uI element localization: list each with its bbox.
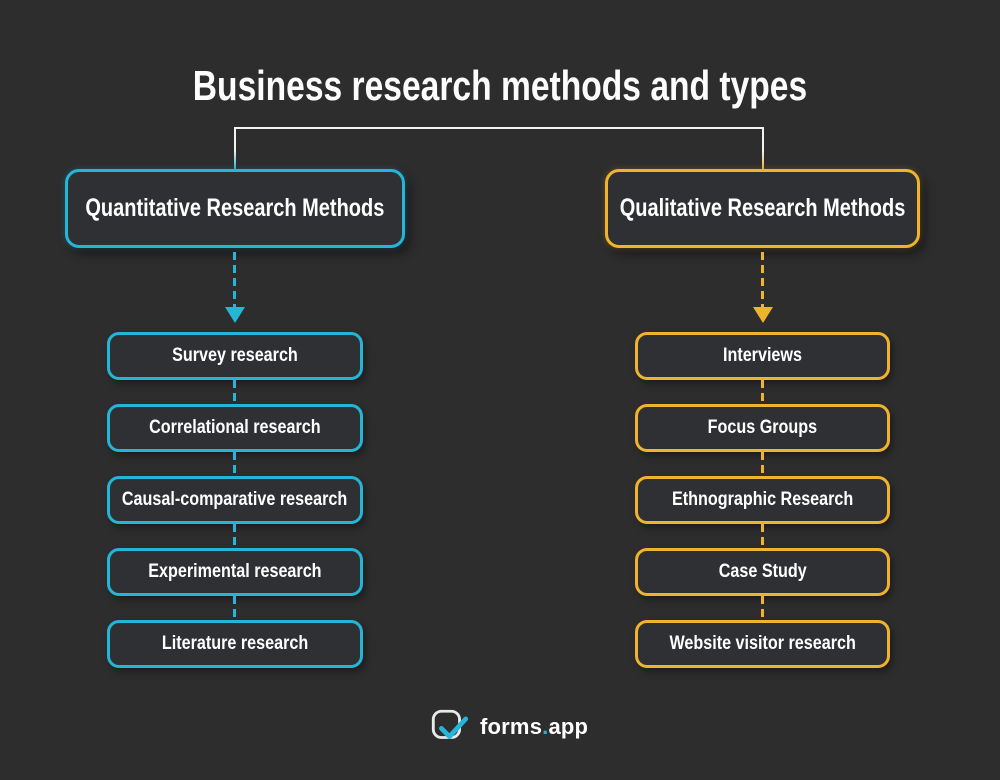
method-label: Focus Groups	[707, 417, 818, 438]
method-box-causal-comparative-research: Causal-comparative research	[107, 476, 363, 524]
arrow-down-icon	[225, 307, 245, 323]
inter-box-connector	[761, 452, 764, 476]
method-box-literature-research: Literature research	[107, 620, 363, 668]
method-box-experimental-research: Experimental research	[107, 548, 363, 596]
method-box-website-visitor-research: Website visitor research	[635, 620, 890, 668]
method-label: Interviews	[723, 345, 802, 366]
connector-left-drop-line	[234, 127, 236, 169]
branch-label-quantitative: Quantitative Research Methods	[85, 194, 385, 222]
branch-box-qualitative: Qualitative Research Methods	[605, 169, 920, 248]
method-label: Case Study	[718, 561, 807, 582]
logo-dot: .	[542, 714, 549, 739]
page-title: Business research methods and types	[0, 62, 1000, 109]
arrow-down-icon	[753, 307, 773, 323]
method-box-survey-research: Survey research	[107, 332, 363, 380]
checkmark-square-icon	[431, 709, 469, 739]
forms-app-logo: forms.app	[429, 706, 588, 748]
method-label: Correlational research	[149, 417, 321, 438]
branch-label-qualitative: Qualitative Research Methods	[619, 194, 906, 222]
method-label: Experimental research	[148, 561, 322, 582]
method-box-focus-groups: Focus Groups	[635, 404, 890, 452]
method-box-interviews: Interviews	[635, 332, 890, 380]
method-label: Ethnographic Research	[671, 489, 854, 510]
dashed-line	[761, 252, 764, 307]
inter-box-connector	[761, 380, 764, 404]
logo-tld: app	[548, 714, 589, 739]
inter-box-connector	[233, 596, 236, 620]
inter-box-connector	[761, 596, 764, 620]
inter-box-connector	[233, 380, 236, 404]
method-box-correlational-research: Correlational research	[107, 404, 363, 452]
inter-box-connector	[233, 452, 236, 476]
inter-box-connector	[233, 524, 236, 548]
method-label: Survey research	[172, 345, 298, 366]
connector-top-line	[234, 127, 764, 129]
page-title-text: Business research methods and types	[192, 62, 808, 109]
branch-box-quantitative: Quantitative Research Methods	[65, 169, 405, 248]
inter-box-connector	[761, 524, 764, 548]
dashed-line	[233, 252, 236, 307]
logo-wordmark: forms.app	[480, 714, 588, 740]
method-label: Website visitor research	[669, 633, 856, 654]
method-label: Literature research	[161, 633, 309, 654]
method-box-ethnographic-research: Ethnographic Research	[635, 476, 890, 524]
connector-right-drop-line	[762, 127, 764, 169]
logo-brand: forms	[480, 714, 543, 739]
method-label: Causal-comparative research	[122, 489, 348, 510]
method-box-case-study: Case Study	[635, 548, 890, 596]
